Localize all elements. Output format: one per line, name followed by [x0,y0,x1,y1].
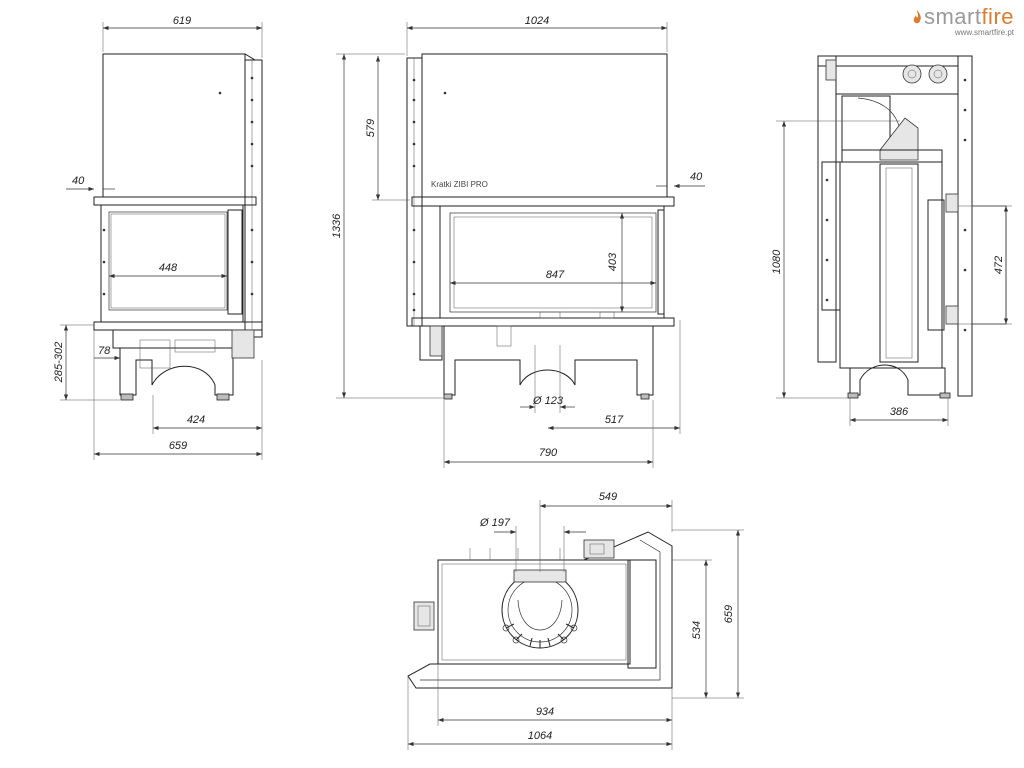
front-view: 619 40 448 285-302 78 424 659 [53,15,263,460]
top-view: 549 Ø 197 534 659 934 1064 [407,491,744,750]
side-step-label: 40 [690,171,703,183]
side-glass-width-label: 847 [546,269,565,281]
top-width-total-label: 1064 [528,730,552,742]
top-width-inner-label: 934 [536,706,554,718]
profile-total-height-label: 1080 [771,249,783,274]
brand-name-part-a: smart [923,4,982,29]
side-upper-height-label: 579 [365,119,377,137]
top-offset-label: 549 [599,491,617,503]
front-leg-offset-label: 78 [98,345,111,357]
side-glass-height-label: 403 [607,252,619,271]
front-leg-height-label: 285-302 [53,342,65,383]
brand-logo: smartfire www.smartfire.pt [912,6,1014,38]
product-label: Kratki ZIBI PRO [431,180,488,189]
profile-back-height-label: 472 [993,256,1005,274]
front-top-width-label: 619 [173,15,191,27]
side-total-height-label: 1336 [331,213,343,238]
brand-name: smartfire [912,6,1014,28]
side-half-base-label: 517 [605,414,624,426]
side-base-width-label: 790 [539,447,558,459]
brand-name-part-b: fire [981,4,1014,29]
side-flue-diameter-label: Ø 123 [532,395,564,407]
side-view: Kratki ZIBI PRO 1024 579 1336 [331,15,705,468]
profile-view: 1080 472 386 [771,55,1012,426]
side-top-width-label: 1024 [525,15,549,27]
profile-base-depth-label: 386 [890,406,909,418]
brand-url: www.smartfire.pt [954,28,1014,37]
flame-icon [913,10,921,24]
front-base-inner-label: 424 [187,414,205,426]
front-step-label: 40 [72,175,85,187]
top-flue-diameter-label: Ø 197 [479,517,511,529]
top-depth-total-label: 659 [723,605,735,623]
front-door-width-label: 448 [159,262,178,274]
top-depth-inner-label: 534 [691,621,703,639]
front-base-total-label: 659 [169,440,187,452]
